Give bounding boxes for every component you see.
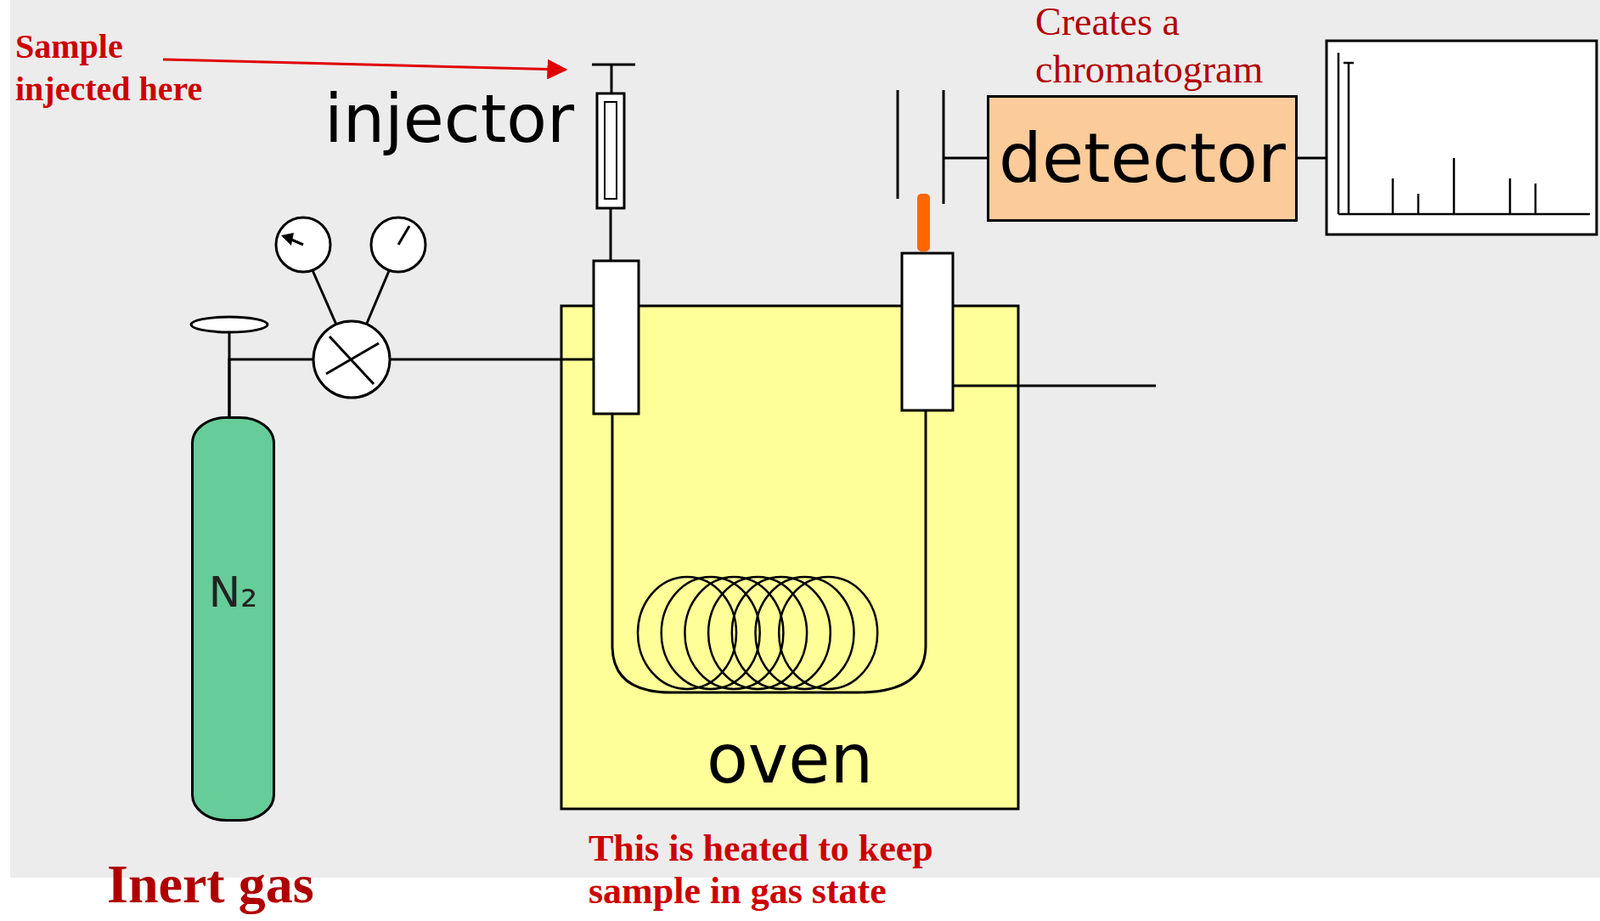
cylinder-valve bbox=[191, 316, 268, 417]
gas-cylinder: N₂ bbox=[191, 416, 276, 822]
callout-note: This is heated to keep sample in gas sta… bbox=[588, 827, 988, 913]
detector-electrodes bbox=[897, 90, 987, 204]
injector-port bbox=[593, 260, 639, 414]
flame bbox=[917, 193, 930, 252]
callout-note: Sample injected here bbox=[15, 25, 224, 111]
node-label: N₂ bbox=[191, 569, 276, 616]
gas-line bbox=[561, 358, 594, 361]
node-label: oven bbox=[561, 721, 1019, 797]
column bbox=[612, 410, 926, 693]
column-coil bbox=[637, 576, 878, 689]
oven-box: oven bbox=[561, 305, 1019, 809]
chromatogram bbox=[1326, 40, 1597, 235]
exit-port bbox=[901, 253, 953, 411]
callout-note: Creates a chromatogram bbox=[1035, 0, 1282, 94]
syringe bbox=[591, 64, 636, 261]
part-name: injector bbox=[324, 81, 597, 158]
pointer-arrow bbox=[163, 59, 566, 70]
node-label: detector bbox=[998, 121, 1286, 197]
vent-line bbox=[952, 384, 1156, 388]
pressure-regulator bbox=[276, 217, 426, 398]
cylinder-outline bbox=[191, 416, 276, 822]
callout-note: Inert gas bbox=[107, 852, 379, 916]
gas-line bbox=[229, 359, 562, 417]
grey-panel bbox=[10, 0, 1600, 878]
signal-line bbox=[1297, 157, 1327, 160]
detector-box: detector bbox=[986, 95, 1298, 222]
